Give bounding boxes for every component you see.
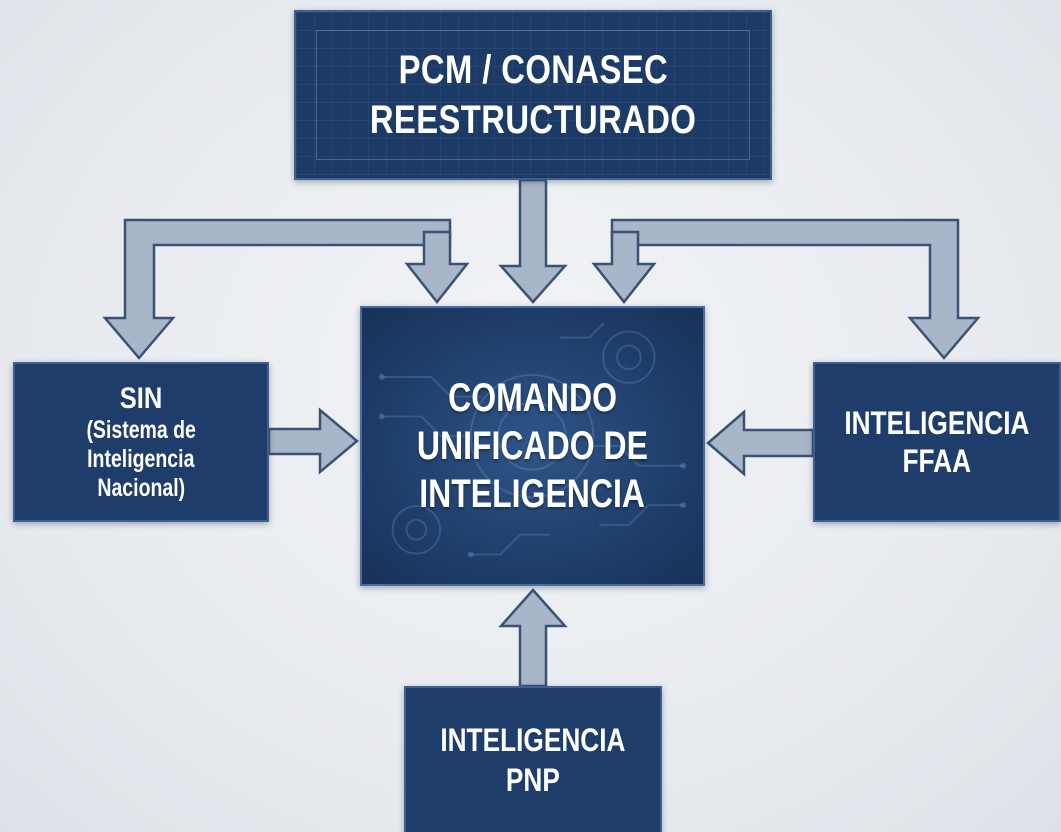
node-right-line-2: FFAA — [902, 443, 972, 479]
node-inner-frame — [316, 30, 750, 160]
node-pcm-conasec: PCM / CONASEC REESTRUCTURADO — [294, 10, 772, 180]
node-top-line-2: REESTRUCTURADO — [369, 98, 697, 142]
node-inteligencia-pnp: INTELIGENCIA PNP — [404, 686, 662, 832]
node-left-sub-2: Inteligencia — [87, 444, 195, 473]
node-right-line-1: INTELIGENCIA — [844, 405, 1030, 441]
node-center-line-2: UNIFICADO DE — [416, 424, 649, 468]
node-bottom-line-2: PNP — [506, 762, 560, 798]
node-left-sub-3: Nacional) — [97, 473, 185, 502]
node-left-sub-1: (Sistema de — [86, 415, 196, 444]
node-center-line-1: COMANDO — [448, 376, 617, 420]
node-sin: SIN (Sistema de Inteligencia Nacional) — [13, 362, 269, 522]
arrow-top-to-center — [498, 178, 568, 304]
arrow-left-to-center — [267, 407, 359, 475]
arrow-right-branch-to-center — [591, 230, 657, 305]
node-left-title: SIN — [119, 381, 163, 415]
arrow-left-branch-to-center — [404, 230, 470, 305]
node-bottom-line-1: INTELIGENCIA — [440, 722, 626, 758]
arrow-bottom-to-center — [498, 588, 568, 688]
node-inteligencia-ffaa: INTELIGENCIA FFAA — [813, 362, 1061, 522]
arrow-top-to-right — [610, 218, 981, 360]
node-comando-unificado: COMANDO UNIFICADO DE INTELIGENCIA — [360, 306, 705, 586]
node-top-line-1: PCM / CONASEC — [398, 48, 668, 92]
node-center-line-3: INTELIGENCIA — [419, 472, 646, 516]
arrow-right-to-center — [706, 409, 815, 477]
